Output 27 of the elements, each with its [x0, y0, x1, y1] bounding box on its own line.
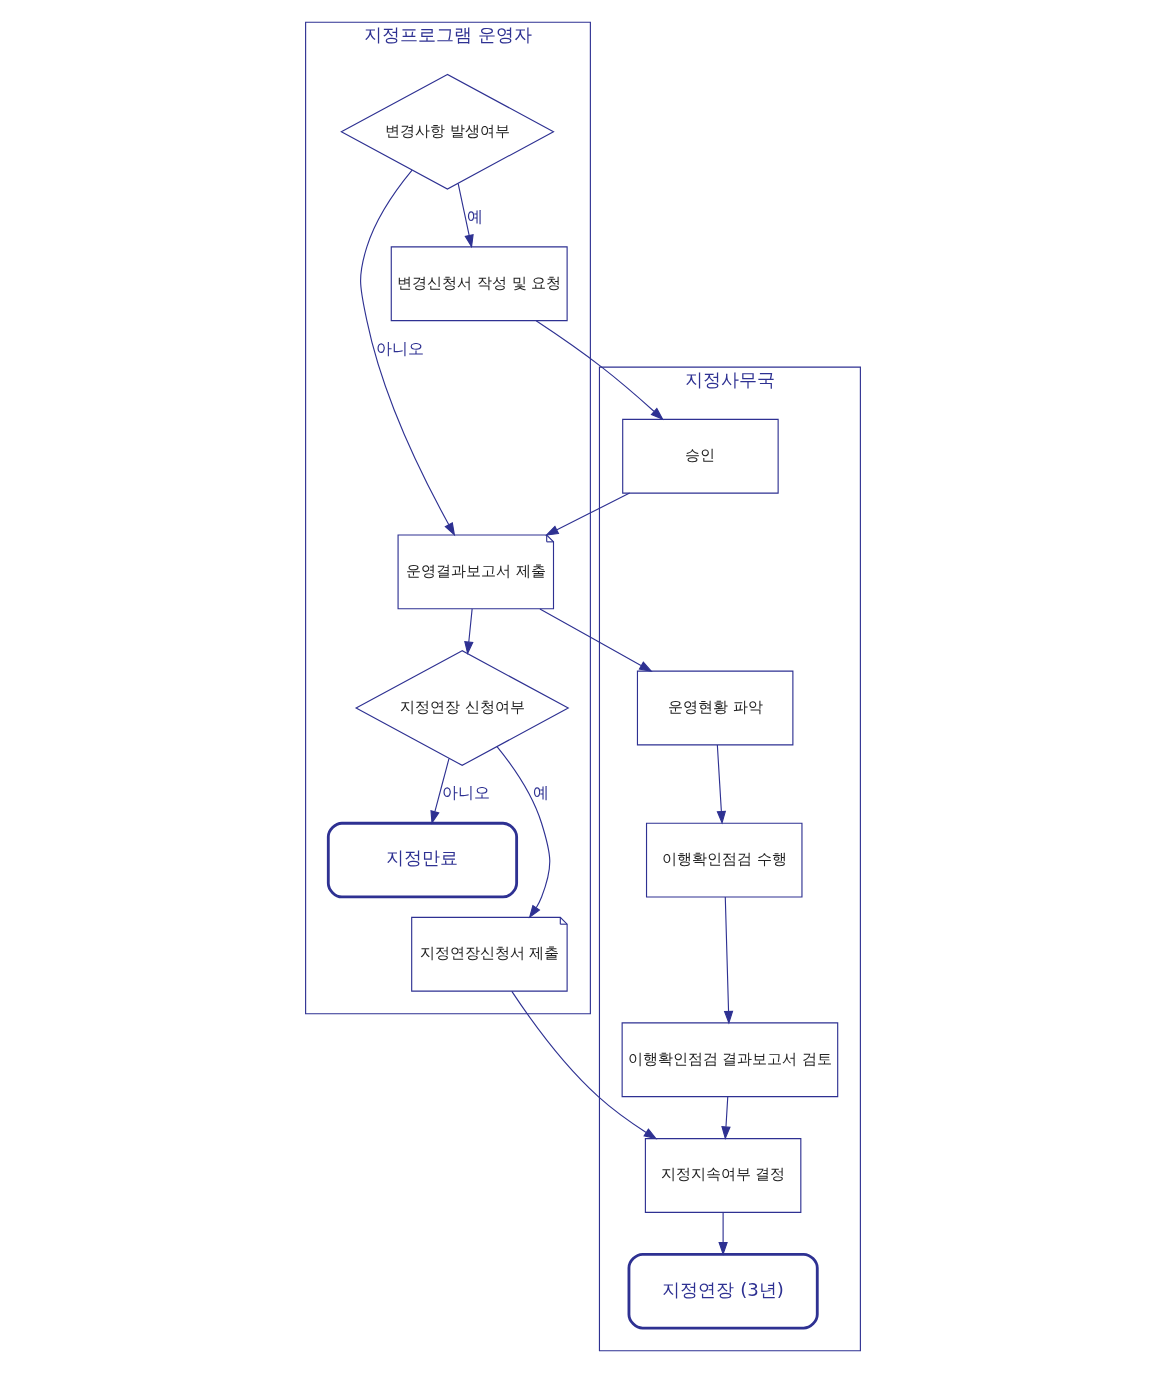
edge-label: 아니오 [441, 783, 490, 803]
node-box: 승인 [621, 418, 779, 494]
arrow [359, 169, 455, 537]
arrow [463, 608, 474, 656]
edge-label: 아니오 [375, 338, 424, 358]
arrow [717, 1211, 728, 1256]
node-diamond: 변경사항 발생여부 [339, 73, 555, 190]
node-box: 운영현황 파악 [636, 670, 793, 746]
arrow [720, 1096, 731, 1140]
node-diamond: 지정연장 신청여부 [354, 650, 569, 766]
edge-label: 예 [466, 207, 483, 227]
arrow [723, 896, 733, 1025]
arrow [429, 758, 450, 825]
node-box: 지정연장 (3년) [627, 1252, 819, 1330]
arrow [495, 746, 550, 919]
arrow [457, 183, 474, 249]
node-box: 지정만료 [326, 821, 518, 899]
node-box: 이행확인점검 수행 [645, 822, 803, 898]
arrow [538, 608, 653, 672]
arrow [510, 990, 657, 1140]
node-box: 지정지속여부 결정 [644, 1138, 801, 1213]
arrow [544, 492, 630, 536]
arrow [716, 744, 726, 825]
node-box: 이행확인점검 결과보고서 검토 [621, 1022, 838, 1098]
arrow [535, 320, 664, 421]
edge-label: 예 [532, 783, 549, 803]
node-box: 변경신청서 작성 및 요청 [390, 246, 568, 322]
